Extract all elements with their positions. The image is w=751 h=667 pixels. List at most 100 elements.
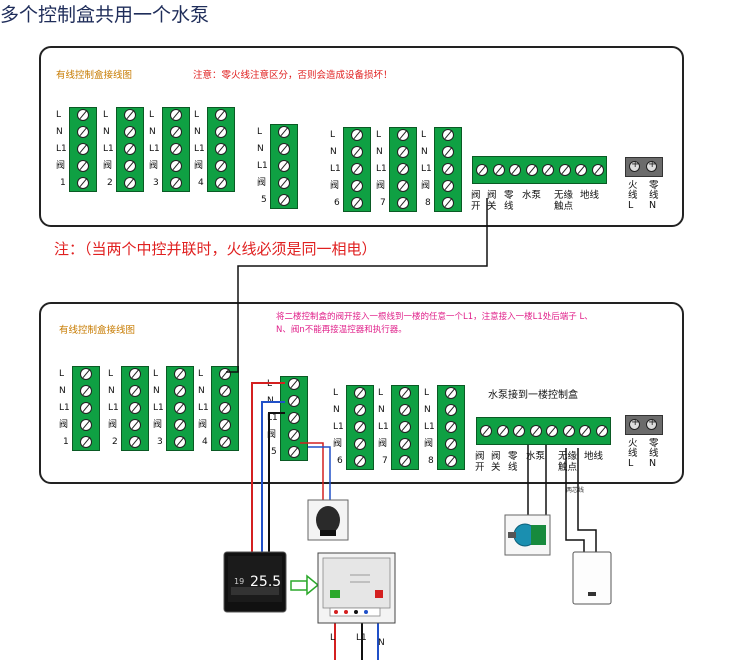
terminal-group-n7-label: N <box>376 147 383 157</box>
panel2-screw <box>595 425 608 437</box>
page-title: 多个控制盒共用一个水泵 <box>0 4 210 26</box>
terminal-group-n8-screw <box>445 404 457 416</box>
terminal-group-n3-screw <box>174 402 186 414</box>
panel2-pump-label: 关 <box>491 462 501 473</box>
terminal-group-n6-label: N <box>330 147 337 157</box>
terminal-group-n3-screw <box>174 419 186 431</box>
terminal-group-n1-number: 1 <box>63 437 69 447</box>
terminal-group-n1-screw <box>77 126 89 138</box>
terminal-group-n4-screw <box>219 402 231 414</box>
terminal-group-n4-screw <box>215 143 227 155</box>
terminal-group-n6-screw <box>354 421 366 433</box>
panel1-neutral-screw <box>646 159 657 172</box>
terminal-group-n5-label: L1 <box>257 161 268 171</box>
terminal-group-n8-number: 8 <box>428 456 434 466</box>
panel1-live-label: 线 <box>628 190 638 201</box>
thermostat-icon <box>223 551 287 613</box>
terminal-group-n6-screw <box>351 163 363 175</box>
boiler-note: 两芯线 <box>566 486 584 494</box>
terminal-group-n7-screw <box>399 438 411 450</box>
terminal-group-n8-label: L1 <box>424 422 435 432</box>
terminal-group-n1-number: 1 <box>60 178 66 188</box>
actuator-wire-blue <box>308 446 331 500</box>
link-wire <box>226 198 488 373</box>
terminal-group-n2-label: 阀 <box>103 161 113 171</box>
terminal-group-n4-label: N <box>198 386 205 396</box>
panel1-live-screw <box>629 159 640 172</box>
terminal-group-n2-screw <box>129 419 141 431</box>
actuator-wire-red <box>300 442 324 500</box>
terminal-group-n1-screw <box>80 402 92 414</box>
terminal-group-n4-label: L1 <box>194 144 205 154</box>
terminal-group-n8-screw <box>442 163 454 175</box>
terminal-group-n2-number: 2 <box>112 437 118 447</box>
terminal-group-n6-screw <box>351 146 363 158</box>
terminal-group-n6-screw <box>354 404 366 416</box>
terminal-group-n6-label: 阀 <box>333 439 343 449</box>
terminal-group-n5-label: L <box>257 127 263 137</box>
panel2-pump-label: 阀 <box>491 451 501 462</box>
terminal-group-n7-label: L1 <box>378 422 389 432</box>
terminal-group-n3-label: L1 <box>149 144 160 154</box>
panel1-neutral-label: 线 <box>649 190 659 201</box>
terminal-group-n8-label: L1 <box>421 164 432 174</box>
terminal-group-n7-label: L <box>376 130 382 140</box>
panel1-pump-label: 阀 <box>471 190 481 201</box>
terminal-group-n1-label: 阀 <box>59 420 69 430</box>
terminal-group-n8-label: L <box>424 388 430 398</box>
terminal-group-n3-screw <box>174 368 186 380</box>
terminal-group-n6-screw <box>354 438 366 450</box>
terminal-group-n8-label: 阀 <box>424 439 434 449</box>
terminal-group-n7-screw <box>399 404 411 416</box>
terminal-group-n4-number: 4 <box>202 437 208 447</box>
panel2-live-screw <box>629 417 640 430</box>
terminal-group-n6-label: 阀 <box>330 181 340 191</box>
terminal-group-n1-screw <box>77 177 89 189</box>
terminal-group-n6-screw <box>351 129 363 141</box>
terminal-group-n7-label: 阀 <box>376 181 386 191</box>
terminal-group-n3-number: 3 <box>153 178 159 188</box>
panel2-neutral-label: 线 <box>649 448 659 459</box>
terminal-group-n7-screw <box>397 180 409 192</box>
panel2-pump-label: 地线 <box>584 451 604 462</box>
terminal-group-n7-screw <box>399 455 411 467</box>
panel2-pump-label: 无缘 <box>558 451 578 462</box>
panel2-screw <box>529 425 542 437</box>
terminal-group-n3-screw <box>174 385 186 397</box>
terminal-group-n6-label: L <box>330 130 336 140</box>
boiler-icon <box>572 551 612 605</box>
terminal-group-n6-screw <box>354 387 366 399</box>
terminal-group-n2-screw <box>129 402 141 414</box>
panel2-pump-label: 开 <box>475 462 485 473</box>
terminal-group-n8-screw <box>442 146 454 158</box>
terminal-group-n6-label: L1 <box>330 164 341 174</box>
terminal-group-n2-screw <box>129 368 141 380</box>
panel1-pump-label: 零 <box>504 190 514 201</box>
terminal-group-n4-screw <box>219 419 231 431</box>
terminal-group-n1-screw <box>80 385 92 397</box>
terminal-group-n5-p2-screw <box>288 446 300 458</box>
panel1-pump-label: 线 <box>504 201 514 212</box>
terminal-group-n2-screw <box>124 143 136 155</box>
terminal-group-n1-screw <box>80 419 92 431</box>
panel2-pump-label: 线 <box>508 462 518 473</box>
terminal-group-n6-screw <box>354 455 366 467</box>
terminal-group-n2-screw <box>124 126 136 138</box>
terminal-group-n2-label: L1 <box>103 144 114 154</box>
terminal-group-n3-label: 阀 <box>149 161 159 171</box>
terminal-group-n4-number: 4 <box>198 178 204 188</box>
panel2-live-label: L <box>628 458 634 469</box>
terminal-group-n3-screw <box>170 143 182 155</box>
panel1-screw <box>575 164 587 176</box>
terminal-group-n6-label: N <box>333 405 340 415</box>
terminal-group-n7-number: 7 <box>380 198 386 208</box>
terminal-group-n3-screw <box>170 177 182 189</box>
panel2-neutral-screw <box>646 417 657 430</box>
terminal-group-n1-label: L <box>59 369 65 379</box>
terminal-group-n2-screw <box>124 177 136 189</box>
panel1-screw <box>525 164 538 176</box>
terminal-group-n7-label: L <box>378 388 384 398</box>
terminal-group-n1-label: N <box>56 127 63 137</box>
terminal-group-n7-screw <box>397 163 409 175</box>
